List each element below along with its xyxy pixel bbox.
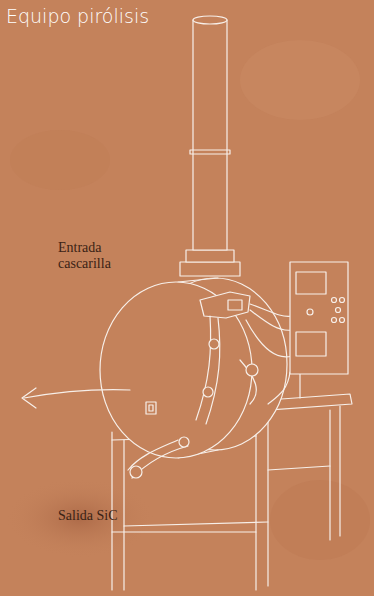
drawing-part [179,437,189,447]
drawing-part [10,130,110,190]
drawing-part [307,309,313,315]
drawing-part [100,282,252,458]
drawing-part [200,292,250,318]
drawing-part [24,390,130,398]
drawing-part [186,250,234,262]
drawing-part [193,16,227,24]
drawing-part [299,372,300,398]
drawing-part [329,410,330,540]
background-texture [5,40,370,560]
drawing-part [296,332,326,356]
drawing-part [190,150,230,154]
drawing-part [332,318,337,323]
drawing-part [255,428,256,590]
part-label: Entrada cascarilla [58,240,130,272]
drawing-part [149,405,153,411]
drawing-part [206,318,220,424]
drawing-part [268,372,290,404]
drawing-part [124,522,268,526]
drawing-part [267,420,268,586]
drawing-part [246,320,292,357]
drawing-part [146,402,156,414]
drawing-part [22,388,36,408]
drawing-part [5,478,155,558]
drawing-part [112,531,256,532]
drawing-part [178,278,218,282]
drawing-part [339,406,340,536]
equipment-drawing [22,16,352,590]
drawing-part [296,272,326,294]
drawing-part [336,308,341,313]
drawing-part [340,298,345,303]
drawing-part [332,298,337,303]
diagram-title: Equipo pirólisis [6,6,149,28]
drawing-part [340,318,345,323]
drawing-part [290,262,348,374]
drawing-part [228,300,242,310]
drawing-part [270,480,370,560]
drawing-part [193,20,227,250]
drawing-part [246,364,258,376]
part-label: Salida SiC [58,508,118,524]
drawing-part [196,316,211,420]
drawing-part [209,339,219,349]
drawing-part [180,262,240,276]
drawing-part [123,440,124,590]
drawing-part [250,310,292,330]
drawing-part [240,40,360,120]
drawing-part [203,387,213,397]
drawing-part [268,466,330,470]
drawing-part [130,466,142,478]
